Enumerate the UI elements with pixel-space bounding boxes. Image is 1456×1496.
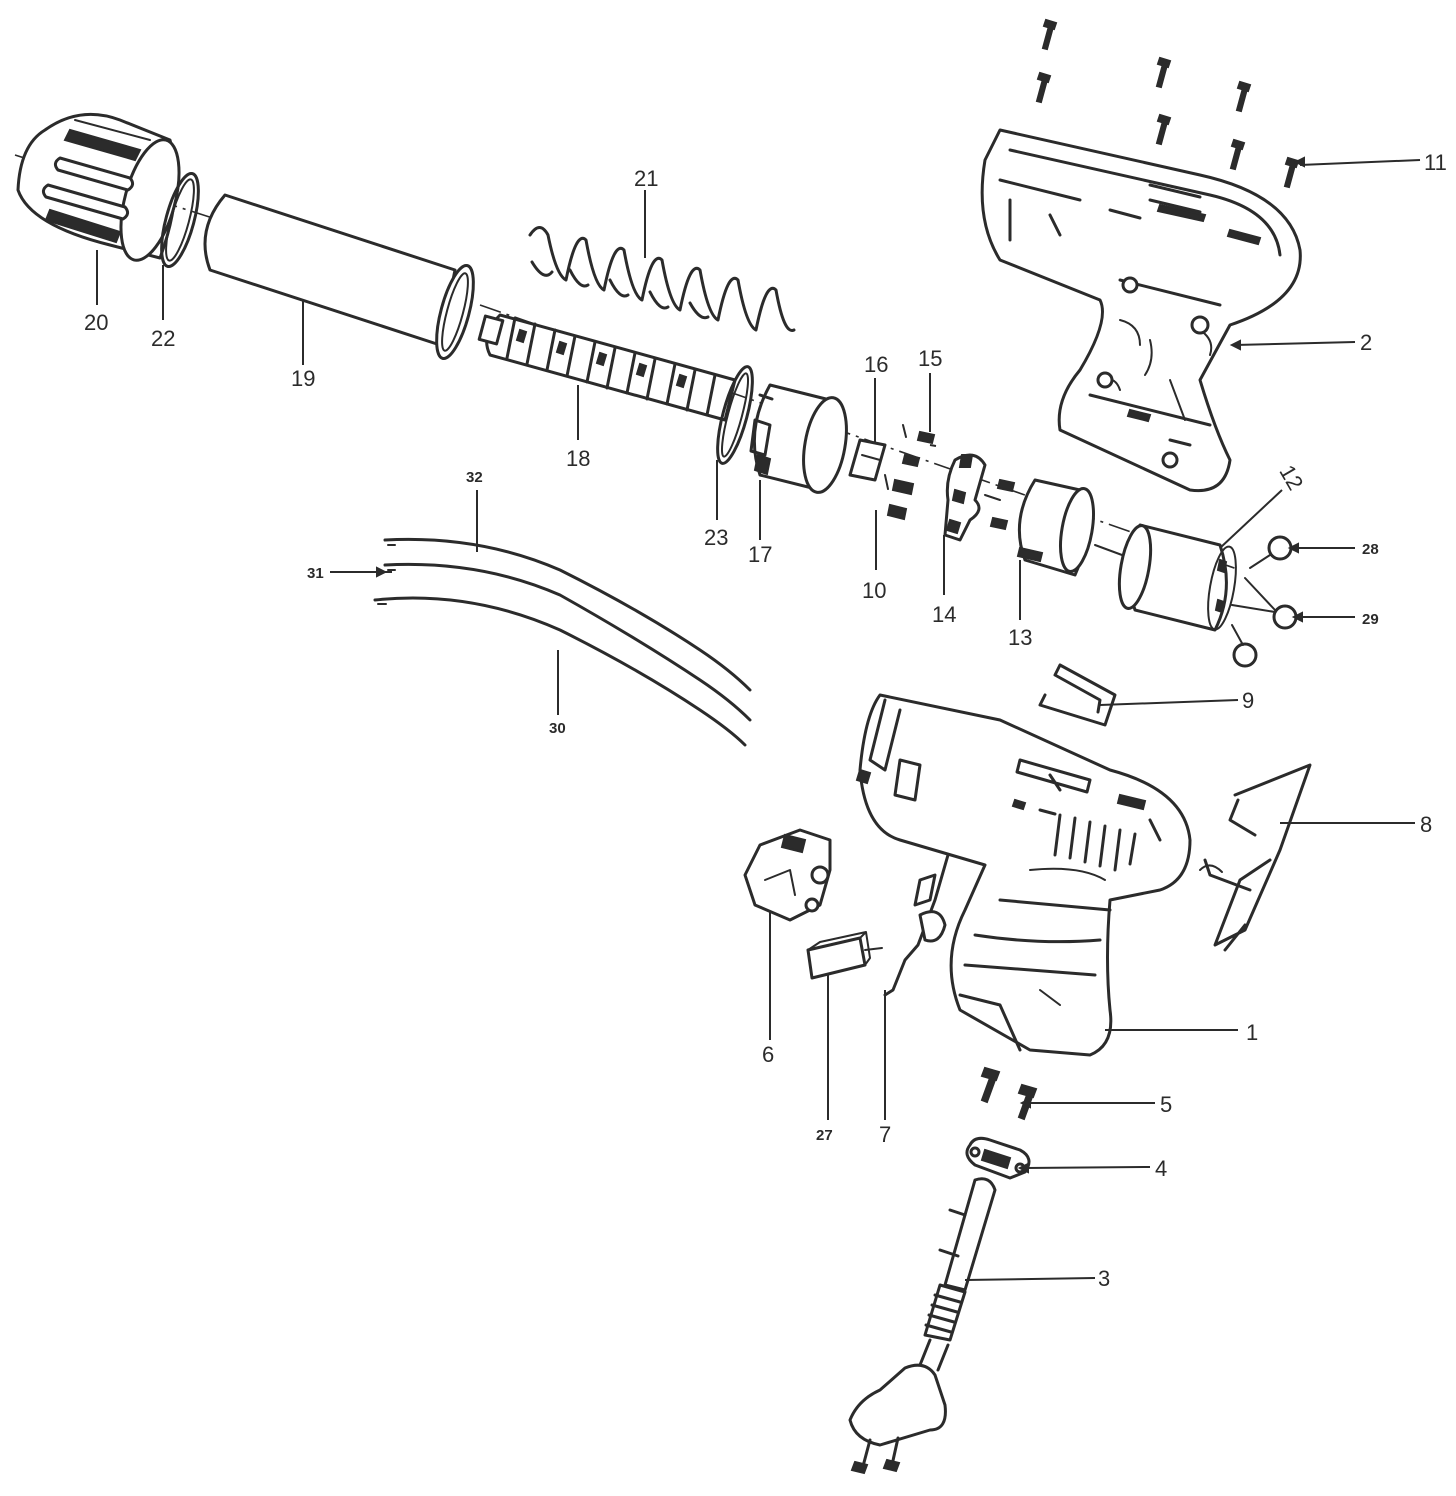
part-2-housing-right xyxy=(980,128,1302,493)
label-28: 28 xyxy=(1362,541,1379,558)
label-31: 31 xyxy=(307,565,324,582)
part-6-switch xyxy=(743,828,832,922)
label-30: 30 xyxy=(549,720,566,737)
leader-lines xyxy=(96,156,1421,1281)
label-10: 10 xyxy=(862,578,886,603)
label-22: 22 xyxy=(151,326,175,351)
part-5-screws xyxy=(980,1066,1038,1121)
part-9-clip xyxy=(1038,663,1117,727)
label-18: 18 xyxy=(566,446,590,471)
label-3: 3 xyxy=(1098,1266,1110,1291)
part-14-small-screws xyxy=(989,478,1016,531)
part-1-housing-left xyxy=(855,693,1192,1057)
label-32: 32 xyxy=(466,469,483,486)
label-5: 5 xyxy=(1160,1092,1172,1117)
label-4: 4 xyxy=(1155,1156,1167,1181)
label-15: 15 xyxy=(918,346,942,371)
part-20-nozzle-cap xyxy=(16,112,181,262)
label-16: 16 xyxy=(864,352,888,377)
label-6: 6 xyxy=(762,1042,774,1067)
label-13: 13 xyxy=(1008,625,1032,650)
part-21-heating-coil xyxy=(528,226,796,332)
part-28-29-components xyxy=(1231,535,1298,668)
part-18-heating-element xyxy=(477,313,737,422)
part-23-ring xyxy=(716,365,754,465)
label-23: 23 xyxy=(704,525,728,550)
label-9: 9 xyxy=(1242,688,1254,713)
part-17-fan-housing xyxy=(749,383,848,494)
label-2: 2 xyxy=(1360,330,1372,355)
part-8-bracket xyxy=(1199,763,1312,952)
label-11: 11 xyxy=(1424,150,1447,175)
part-7-terminal xyxy=(883,853,950,997)
part-16-plate xyxy=(848,438,887,482)
label-1: 1 xyxy=(1246,1020,1258,1045)
part-13-cylinder xyxy=(1016,478,1095,577)
label-14: 14 xyxy=(932,602,956,627)
part-12-motor xyxy=(1094,523,1237,632)
part-14-fan xyxy=(943,453,1001,542)
label-17: 17 xyxy=(748,542,772,567)
part-11-screws xyxy=(1035,18,1300,189)
label-27: 27 xyxy=(816,1127,833,1144)
part-19-tube xyxy=(203,193,475,361)
label-29: 29 xyxy=(1362,611,1379,628)
part-15-screws xyxy=(884,424,937,521)
label-7: 7 xyxy=(879,1122,891,1147)
label-20: 20 xyxy=(84,310,108,335)
label-21: 21 xyxy=(634,166,658,191)
part-labels: 1 2 3 4 5 6 7 8 9 10 11 12 13 14 15 16 1… xyxy=(84,150,1447,1291)
part-3-power-cord xyxy=(848,1177,997,1475)
wires-30-31-32 xyxy=(373,537,752,747)
label-8: 8 xyxy=(1420,812,1432,837)
part-22-ring xyxy=(160,171,200,269)
part-27-component xyxy=(806,931,883,980)
part-4-cord-clamp xyxy=(965,1136,1031,1180)
label-19: 19 xyxy=(291,366,315,391)
label-12: 12 xyxy=(1274,461,1308,495)
